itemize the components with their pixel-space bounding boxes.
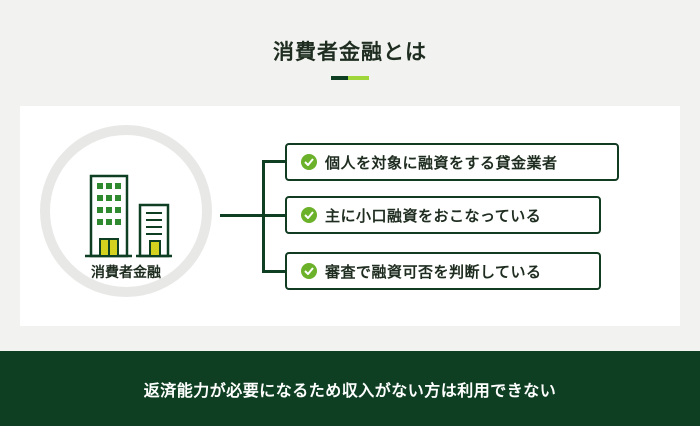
- footer-note: 返済能力が必要になるため収入がない方は利用できない: [0, 351, 700, 426]
- check-circle-icon: [301, 263, 317, 279]
- building-icon: [85, 174, 172, 258]
- check-circle-icon: [301, 207, 317, 223]
- feature-text: 主に小口融資をおこなっている: [325, 206, 542, 225]
- feature-text: 審査で融資可否を判断している: [325, 262, 542, 281]
- connector-branch-2: [262, 214, 286, 217]
- feature-text: 個人を対象に融資をする貸金業者: [325, 153, 558, 172]
- title-underline-dark: [331, 76, 348, 80]
- title-underline: [331, 76, 369, 80]
- feature-item-2: 主に小口融資をおこなっている: [285, 196, 601, 234]
- page-title: 消費者金融とは: [273, 40, 427, 64]
- connector-branch-1: [262, 160, 286, 163]
- check-circle-icon: [301, 154, 317, 170]
- feature-item-1: 個人を対象に融資をする貸金業者: [285, 143, 619, 181]
- feature-item-3: 審査で融資可否を判断している: [285, 252, 601, 290]
- connector-branch-3: [262, 270, 286, 273]
- connector-stem: [220, 214, 264, 217]
- subject-label: 消費者金融: [91, 265, 161, 281]
- title-underline-accent: [348, 76, 369, 80]
